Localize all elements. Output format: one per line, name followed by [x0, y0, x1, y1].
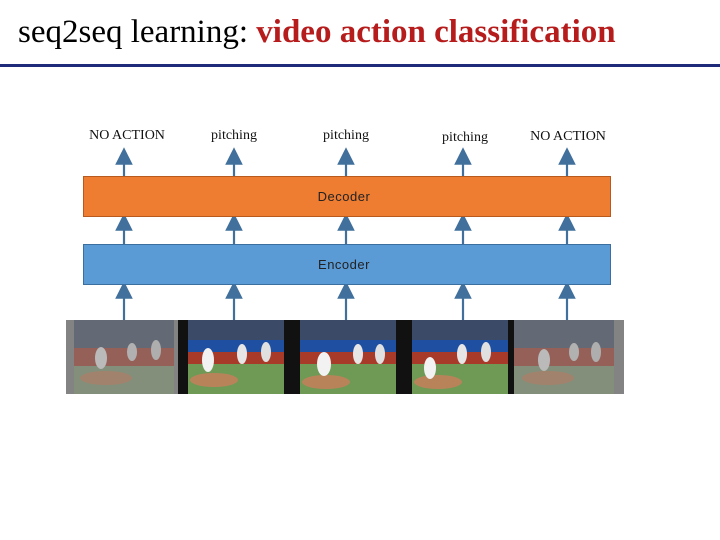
- output-label-2: pitching: [211, 128, 257, 143]
- output-label-3: pitching: [323, 128, 369, 143]
- video-frame-strip: [66, 320, 624, 394]
- slide-title: seq2seq learning: video action classific…: [18, 14, 616, 50]
- encoder-label: Encoder: [318, 257, 370, 272]
- video-frame-2: [178, 320, 290, 394]
- video-frame-3: [290, 320, 402, 394]
- decoder-label: Decoder: [317, 189, 371, 204]
- title-accent: video action classification: [256, 14, 616, 50]
- decoder-block: Decoder: [83, 176, 611, 217]
- video-frame-1: [66, 320, 178, 394]
- title-prefix: seq2seq learning:: [18, 14, 257, 50]
- output-label-1: NO ACTION: [89, 128, 165, 143]
- video-frame-5: [514, 320, 624, 394]
- title-underline: [0, 64, 720, 67]
- output-label-4: pitching: [442, 130, 488, 145]
- video-frame-4: [402, 320, 514, 394]
- encoder-block: Encoder: [83, 244, 611, 285]
- output-label-5: NO ACTION: [530, 129, 606, 144]
